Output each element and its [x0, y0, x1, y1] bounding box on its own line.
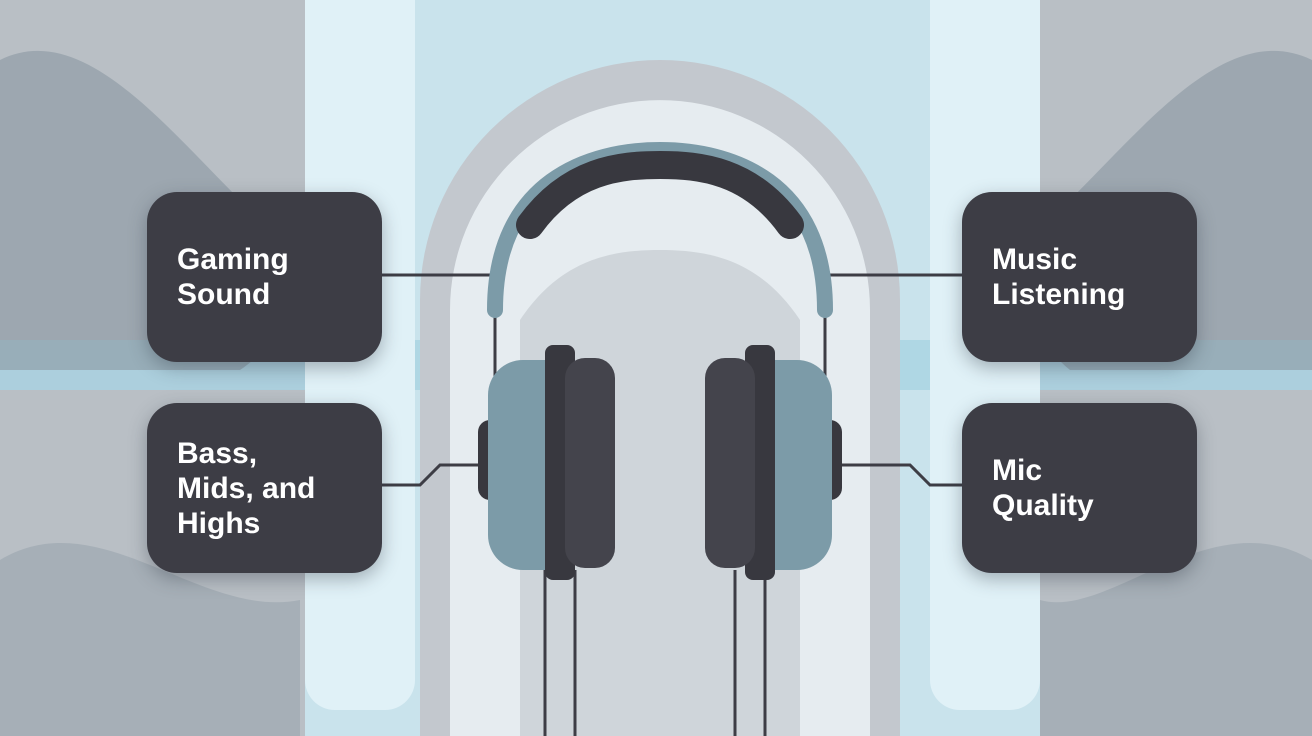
- headphones-icon: [478, 141, 842, 580]
- feature-box-music-listening: Music Listening: [962, 192, 1197, 362]
- feature-label: Gaming Sound: [177, 243, 289, 311]
- feature-label: Bass, Mids, and Highs: [177, 436, 316, 540]
- feature-label: Music Listening: [992, 243, 1126, 311]
- feature-label: Mic Quality: [992, 454, 1094, 522]
- feature-box-bass-mids-highs: Bass, Mids, and Highs: [147, 403, 382, 573]
- feature-box-mic-quality: Mic Quality: [962, 403, 1197, 573]
- feature-box-gaming-sound: Gaming Sound: [147, 192, 382, 362]
